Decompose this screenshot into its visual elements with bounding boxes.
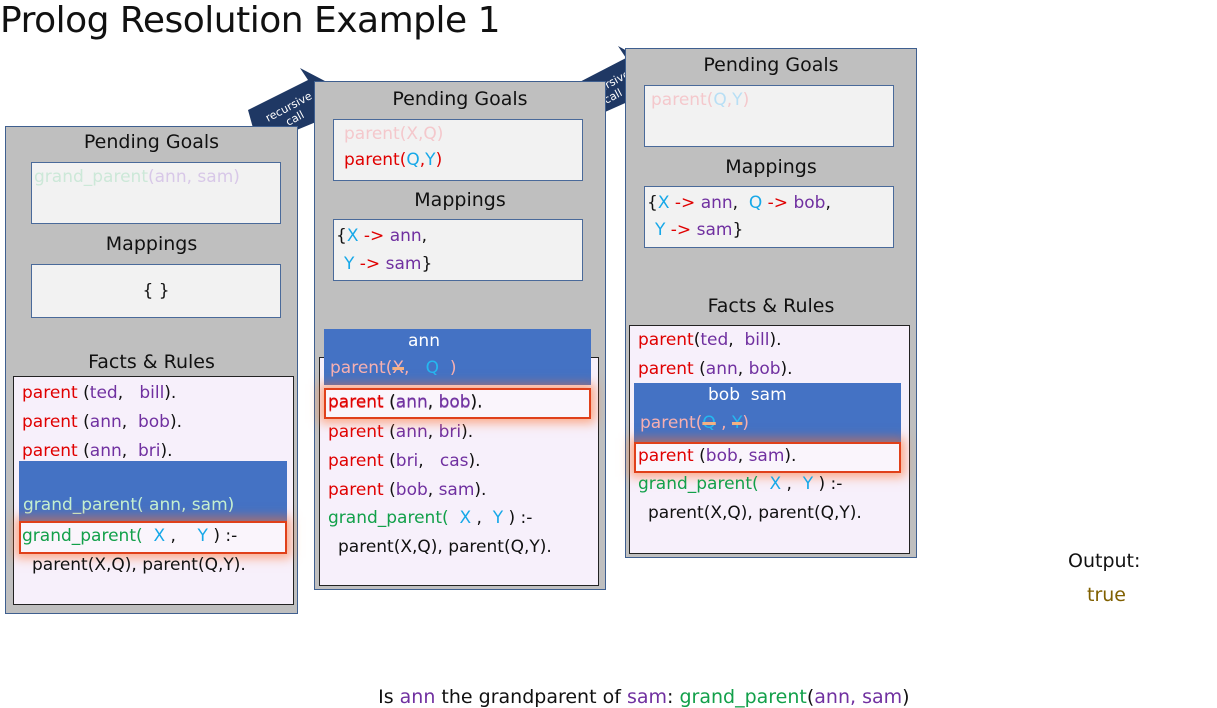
goal-match-bar: ann parent(X, Q ) [324, 329, 591, 385]
pending-goals-box: parent(Q,Y) [644, 85, 894, 147]
facts-box: parent (ann, bob). parent (ann, bri). pa… [319, 357, 599, 586]
bar-goal: parent(Q , Y) [640, 413, 749, 433]
facts-box: parent(ted, bill). parent (ann, bob). bo… [629, 325, 910, 554]
rule-head: grand_parent( X , Y ) :- [22, 526, 238, 546]
pending-goal: parent(Q,Y) [344, 150, 443, 170]
fact-line: parent (ann, bob). [328, 393, 483, 413]
pending-goals-box: grand_parent(ann, sam) [31, 162, 281, 224]
matched-fact: parent (ann, bob). [328, 392, 483, 412]
mappings-title: Mappings [414, 189, 506, 211]
pending-goals-box: parent(X,Q) parent(Q,Y) [333, 119, 583, 181]
goal-match-bar: bob sam parent(Q , Y) [634, 383, 901, 443]
output-label: Output: [1068, 550, 1141, 572]
page-title: Prolog Resolution Example 1 [0, 0, 501, 41]
fact-line: parent (ann, bri). [22, 441, 173, 461]
pending-goal-done: parent(Q,Y) [651, 90, 750, 110]
goal-match-bar: grand_parent( ann, sam) [19, 461, 287, 523]
facts-rules-title: Facts & Rules [707, 295, 835, 317]
pending-goals-title: Pending Goals [392, 88, 528, 110]
panel-2: Pending Goals parent(X,Q) parent(Q,Y) Ma… [314, 81, 606, 590]
fact-line: parent (ann, bob). [638, 359, 793, 379]
fact-highlight [634, 442, 901, 473]
rule-head: grand_parent( X , Y ) :- [328, 508, 533, 528]
pending-goal-done: parent(X,Q) [344, 124, 444, 144]
bar-goal: parent(X, Q ) [330, 358, 457, 378]
mapping-line: {X -> ann, Q -> bob, [647, 193, 831, 213]
fact-line: parent (ann, bob). [22, 412, 182, 432]
mappings-title: Mappings [725, 156, 817, 178]
rule-body: parent(X,Q), parent(Q,Y). [32, 555, 246, 575]
mappings-box: {X -> ann, Q -> bob, Y -> sam} [644, 186, 894, 248]
rule-highlight [19, 521, 287, 554]
mapping-line: Y -> sam} [655, 220, 744, 240]
fact-line: parent (bob, sam). [328, 480, 487, 500]
facts-box: parent (ted, bill). parent (ann, bob). p… [13, 376, 294, 605]
pending-goals-title: Pending Goals [83, 131, 220, 153]
mapping-line: {X -> ann, [336, 226, 428, 246]
mapping-line: Y -> sam} [344, 254, 433, 274]
mappings-box: {X -> ann, Y -> sam} [333, 219, 583, 281]
fact-highlight [324, 388, 591, 419]
rule-body: parent(X,Q), parent(Q,Y). [338, 537, 552, 557]
rule-head: grand_parent( X , Y ) :- [638, 474, 843, 494]
question: Is ann the grandparent of sam: grand_par… [378, 686, 910, 708]
pending-goals-title: Pending Goals [703, 54, 839, 76]
bar-values: bob sam [708, 385, 787, 405]
fact-line: parent (ted, bill). [22, 383, 177, 403]
fact-line: parent (ann, bri). [328, 422, 474, 442]
panel-3: Pending Goals parent(Q,Y) Mappings {X ->… [625, 48, 917, 558]
mappings-box: { } [31, 264, 281, 318]
matched-fact: parent (bob, sam). [638, 446, 797, 466]
fact-line: parent(ted, bill). [638, 330, 782, 350]
mappings-title: Mappings [105, 233, 198, 255]
rule-body: parent(X,Q), parent(Q,Y). [648, 503, 862, 523]
facts-rules-title: Facts & Rules [88, 351, 215, 373]
output-value: true [1087, 584, 1126, 606]
pending-goal: grand_parent(ann, sam) [34, 167, 240, 187]
fact-line: parent (bri, cas). [328, 451, 481, 471]
mappings-value: { } [142, 281, 170, 301]
panel-1: Pending Goals grand_parent(ann, sam) Map… [5, 126, 298, 614]
bar-value: ann [408, 331, 440, 351]
